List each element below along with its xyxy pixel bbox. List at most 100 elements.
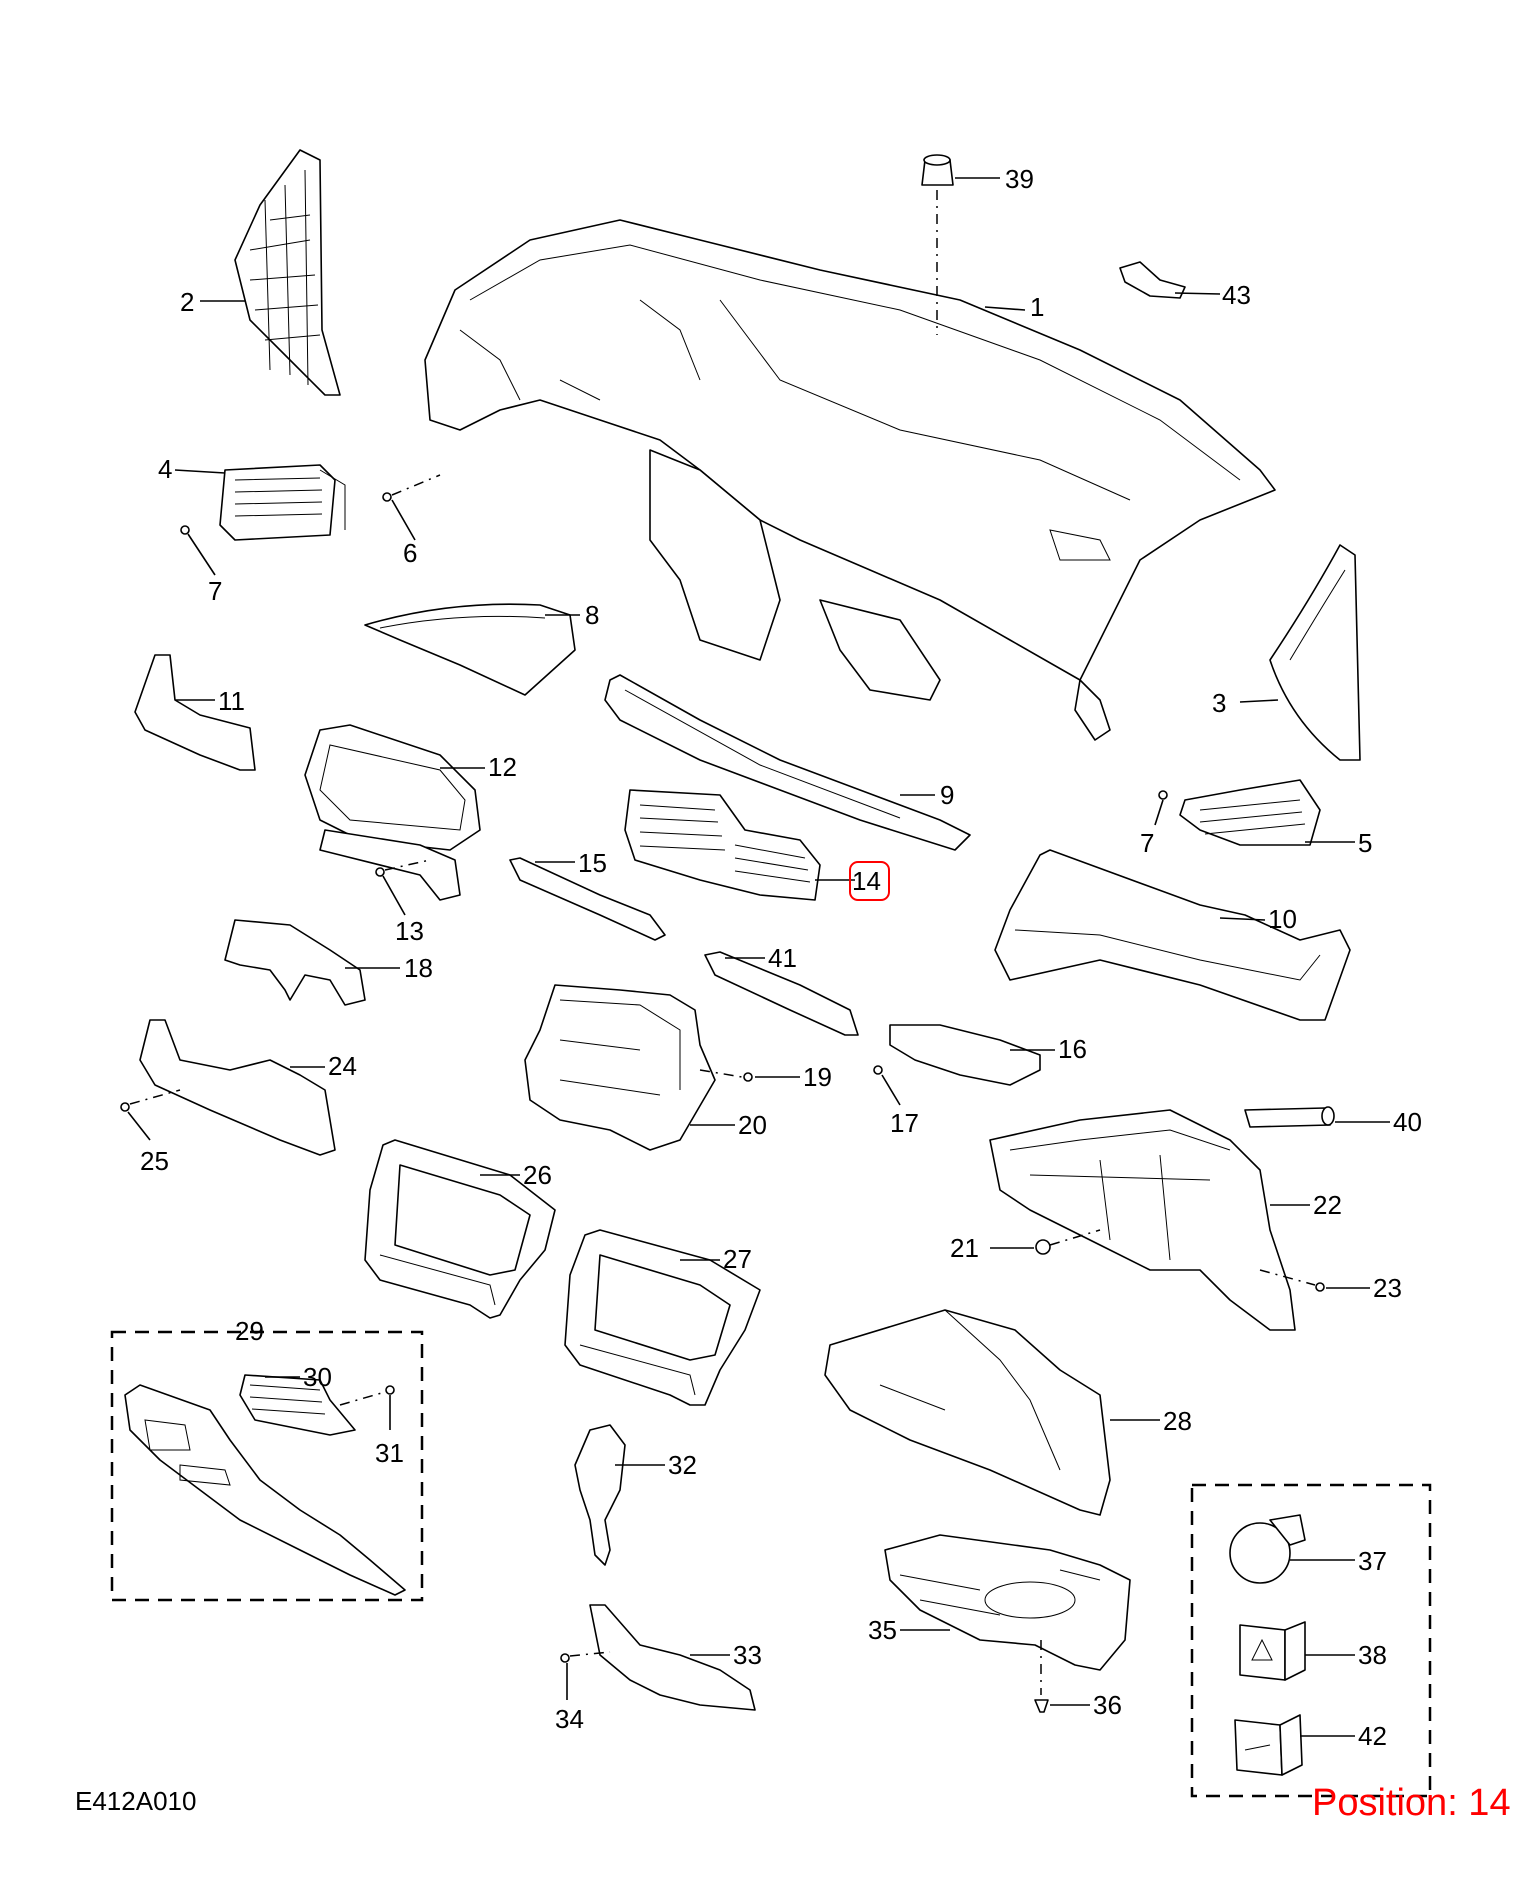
callout-5: 5 <box>1358 828 1372 858</box>
part-14-center-air-vent[interactable] <box>624 789 821 901</box>
leader-3 <box>1239 699 1279 703</box>
axis-line-6 <box>391 474 441 496</box>
axis-line-21 <box>1049 1229 1101 1246</box>
part-9-trim-strip[interactable] <box>604 674 971 851</box>
axis-line-25 <box>129 1089 181 1105</box>
callout-28: 28 <box>1163 1406 1192 1436</box>
part-35-lower-bracket[interactable] <box>884 1534 1131 1671</box>
callout-19: 19 <box>803 1062 832 1092</box>
part-15-trim-strip[interactable] <box>509 857 666 941</box>
part-30-lower-vent[interactable] <box>239 1374 356 1436</box>
callout-20: 20 <box>738 1110 767 1140</box>
callout-16: 16 <box>1058 1034 1087 1064</box>
part-36-screw[interactable] <box>1034 1699 1049 1713</box>
part-11-trim[interactable] <box>134 654 256 771</box>
part-23-screw[interactable] <box>1315 1282 1325 1292</box>
position-label: Position: 14 <box>1312 1782 1511 1824</box>
part-32-side-trim[interactable] <box>574 1424 626 1566</box>
part-19-screw[interactable] <box>743 1072 753 1082</box>
callout-39: 39 <box>1005 164 1034 194</box>
part-22-glovebox-housing[interactable] <box>989 1109 1296 1331</box>
callout-23: 23 <box>1373 1273 1402 1303</box>
callout-7b: 7 <box>1140 828 1154 858</box>
callout-33: 33 <box>733 1640 762 1670</box>
leader-7a <box>187 533 216 576</box>
callout-18: 18 <box>404 953 433 983</box>
part-1-instrument-panel[interactable] <box>424 219 1276 741</box>
callout-22: 22 <box>1313 1190 1342 1220</box>
part-17-screw[interactable] <box>873 1065 883 1075</box>
leader-1 <box>984 306 1026 311</box>
callout-21: 21 <box>950 1233 979 1263</box>
part-7b-screw[interactable] <box>1158 790 1168 800</box>
callout-37: 37 <box>1358 1546 1387 1576</box>
leader-17 <box>881 1074 901 1106</box>
diagram-code: E412A010 <box>75 1786 196 1816</box>
part-25-screw[interactable] <box>120 1102 130 1112</box>
part-12-cluster-bezel[interactable] <box>304 724 481 901</box>
part-4-air-vent-left[interactable] <box>219 464 346 541</box>
part-3-end-cap-right[interactable] <box>1269 544 1361 761</box>
part-16-bracket[interactable] <box>889 1024 1041 1086</box>
callout-15: 15 <box>578 848 607 878</box>
leader-6 <box>391 499 416 541</box>
part-29-console-panel[interactable] <box>124 1384 406 1596</box>
part-39-clip[interactable] <box>921 154 954 186</box>
part-42-switch[interactable] <box>1234 1714 1303 1776</box>
callout-32: 32 <box>668 1450 697 1480</box>
part-2-end-cap-left[interactable] <box>234 149 341 396</box>
part-20-support-bracket[interactable] <box>524 984 716 1151</box>
callout-36: 36 <box>1093 1690 1122 1720</box>
leader-25 <box>127 1111 151 1141</box>
part-28-glovebox-door[interactable] <box>824 1309 1111 1516</box>
callout-14: 14 <box>852 866 881 896</box>
callout-41: 41 <box>768 943 797 973</box>
callout-4: 4 <box>158 454 172 484</box>
callout-13: 13 <box>395 916 424 946</box>
part-5-air-vent-right[interactable] <box>1179 779 1321 846</box>
group-box-29 <box>110 1330 424 1602</box>
callout-8: 8 <box>585 600 599 630</box>
part-8-cluster-hood[interactable] <box>364 603 576 696</box>
axis-line-19 <box>699 1069 743 1078</box>
callout-24: 24 <box>328 1051 357 1081</box>
part-41-trim-strip[interactable] <box>704 951 859 1036</box>
callout-9: 9 <box>940 780 954 810</box>
callout-31: 31 <box>375 1438 404 1468</box>
leader-43 <box>1174 292 1221 295</box>
part-40-damper-rod[interactable] <box>1244 1106 1335 1128</box>
callout-25: 25 <box>140 1146 169 1176</box>
callout-40: 40 <box>1393 1107 1422 1137</box>
leader-13 <box>382 875 406 916</box>
part-31-screw[interactable] <box>385 1385 395 1395</box>
part-21-screw[interactable] <box>1035 1239 1051 1255</box>
callout-6: 6 <box>403 538 417 568</box>
part-27-center-bezel-alt[interactable] <box>564 1229 761 1406</box>
callout-10: 10 <box>1268 904 1297 934</box>
part-34-screw[interactable] <box>560 1653 570 1663</box>
axis-line-34 <box>569 1651 611 1657</box>
callout-42: 42 <box>1358 1721 1387 1751</box>
part-10-trim-panel[interactable] <box>994 849 1351 1021</box>
callout-27: 27 <box>723 1244 752 1274</box>
callout-30: 30 <box>303 1362 332 1392</box>
callout-2: 2 <box>180 287 194 317</box>
axis-line-13 <box>384 859 431 871</box>
leader-4 <box>174 469 226 474</box>
part-6-screw[interactable] <box>382 492 392 502</box>
callout-26: 26 <box>523 1160 552 1190</box>
callout-12: 12 <box>488 752 517 782</box>
part-33-bracket[interactable] <box>589 1604 756 1711</box>
part-13-screw[interactable] <box>375 867 385 877</box>
callout-38: 38 <box>1358 1640 1387 1670</box>
callout-3: 3 <box>1212 688 1226 718</box>
part-7a-screw[interactable] <box>180 525 190 535</box>
part-18-column-shroud[interactable] <box>224 919 366 1006</box>
part-38-hazard-switch[interactable] <box>1239 1621 1306 1681</box>
callout-29: 29 <box>235 1316 264 1346</box>
leader-10 <box>1219 917 1266 921</box>
axis-line-31 <box>339 1391 386 1406</box>
part-37-push-button[interactable] <box>1229 1514 1306 1584</box>
part-24-lower-shroud[interactable] <box>139 1019 336 1156</box>
